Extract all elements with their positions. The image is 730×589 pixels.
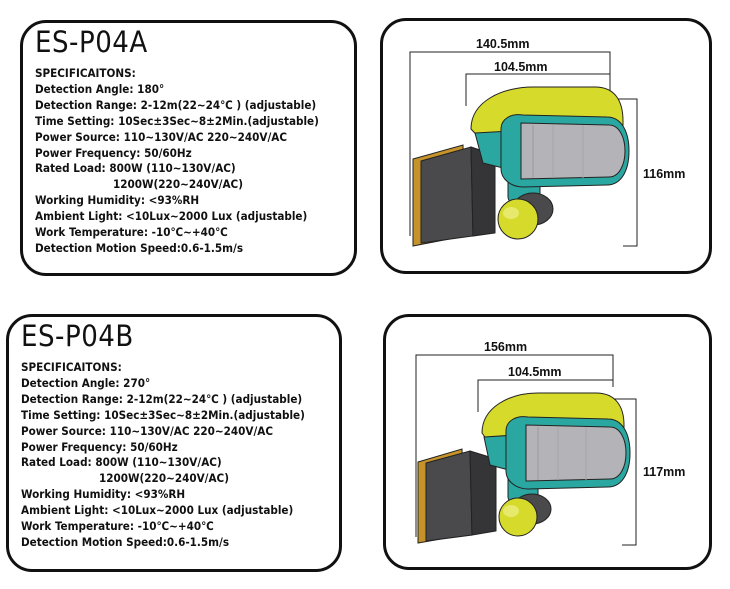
- spec-detection-range: Detection Range: 2-12m(22~24℃ ) (adjusta…: [35, 97, 317, 112]
- model-title: ES-P04B: [21, 319, 134, 353]
- dimension-outer-width: 156mm: [484, 340, 527, 354]
- sensor-head: [481, 392, 631, 490]
- dimension-outer-width: 140.5mm: [476, 37, 530, 51]
- spec-rated-load: Rated Load: 800W (110~130V/AC): [21, 455, 222, 470]
- spec-list: SPECIFICAITONS: Detection Angle: 270° De…: [21, 360, 305, 551]
- spec-detection-angle: Detection Angle: 270°: [21, 375, 151, 390]
- spec-power-frequency: Power Frequency: 50/60Hz: [35, 145, 192, 160]
- spec-work-temperature: Work Temperature: -10℃~+40℃: [21, 519, 214, 534]
- dimension-height: 116mm: [643, 167, 685, 181]
- spec-power-frequency: Power Frequency: 50/60Hz: [21, 439, 178, 454]
- dimension-lines: [409, 51, 638, 247]
- spec-card-es-p04b: ES-P04B SPECIFICAITONS: Detection Angle:…: [6, 314, 342, 572]
- spec-time-setting: Time Setting: 10Sec±3Sec~8±2Min.(adjusta…: [35, 113, 319, 128]
- spec-rated-load: Rated Load: 800W (110~130V/AC): [35, 161, 236, 176]
- spec-ambient-light: Ambient Light: <10Lux~2000 Lux (adjustab…: [21, 503, 294, 518]
- spec-working-humidity: Working Humidity: <93%RH: [35, 193, 200, 208]
- dimension-inner-width: 104.5mm: [508, 365, 562, 379]
- spec-rated-load-2: 1200W(220~240V/AC): [113, 177, 243, 192]
- spec-motion-speed: Detection Motion Speed:0.6-1.5m/s: [35, 240, 244, 255]
- spec-heading: SPECIFICAITONS:: [21, 360, 122, 374]
- spec-card-es-p04a: ES-P04A SPECIFICAITONS: Detection Angle:…: [20, 20, 357, 276]
- product-image-card-es-p04b: 156mm 104.5mm 117mm: [383, 314, 712, 570]
- sensor-head: [470, 86, 630, 188]
- mounting-bracket: [417, 448, 497, 544]
- spec-list: SPECIFICAITONS: Detection Angle: 180° De…: [35, 66, 319, 257]
- spec-power-source: Power Source: 110~130V/AC 220~240V/AC: [21, 423, 274, 438]
- dimension-inner-width: 104.5mm: [494, 60, 548, 74]
- spec-time-setting: Time Setting: 10Sec±3Sec~8±2Min.(adjusta…: [21, 407, 305, 422]
- spec-rated-load-2: 1200W(220~240V/AC): [99, 471, 229, 486]
- spec-heading: SPECIFICAITONS:: [35, 66, 136, 80]
- spec-ambient-light: Ambient Light: <10Lux~2000 Lux (adjustab…: [35, 209, 308, 224]
- dimension-height: 117mm: [643, 465, 685, 479]
- spec-detection-angle: Detection Angle: 180°: [35, 81, 165, 96]
- spec-detection-range: Detection Range: 2-12m(22~24℃ ) (adjusta…: [21, 391, 303, 406]
- spec-power-source: Power Source: 110~130V/AC 220~240V/AC: [35, 129, 288, 144]
- model-title: ES-P04A: [35, 25, 148, 59]
- sensor-drawing: 156mm 104.5mm 117mm: [415, 340, 685, 546]
- mounting-bracket: [412, 144, 496, 247]
- product-image-card-es-p04a: 140.5mm 104.5mm 116mm: [380, 18, 712, 274]
- dimension-lines: [415, 354, 637, 546]
- sensor-drawing: 140.5mm 104.5mm 116mm: [409, 37, 685, 247]
- spec-work-temperature: Work Temperature: -10℃~+40℃: [35, 225, 228, 240]
- spec-motion-speed: Detection Motion Speed:0.6-1.5m/s: [21, 534, 230, 549]
- spec-working-humidity: Working Humidity: <93%RH: [21, 487, 186, 502]
